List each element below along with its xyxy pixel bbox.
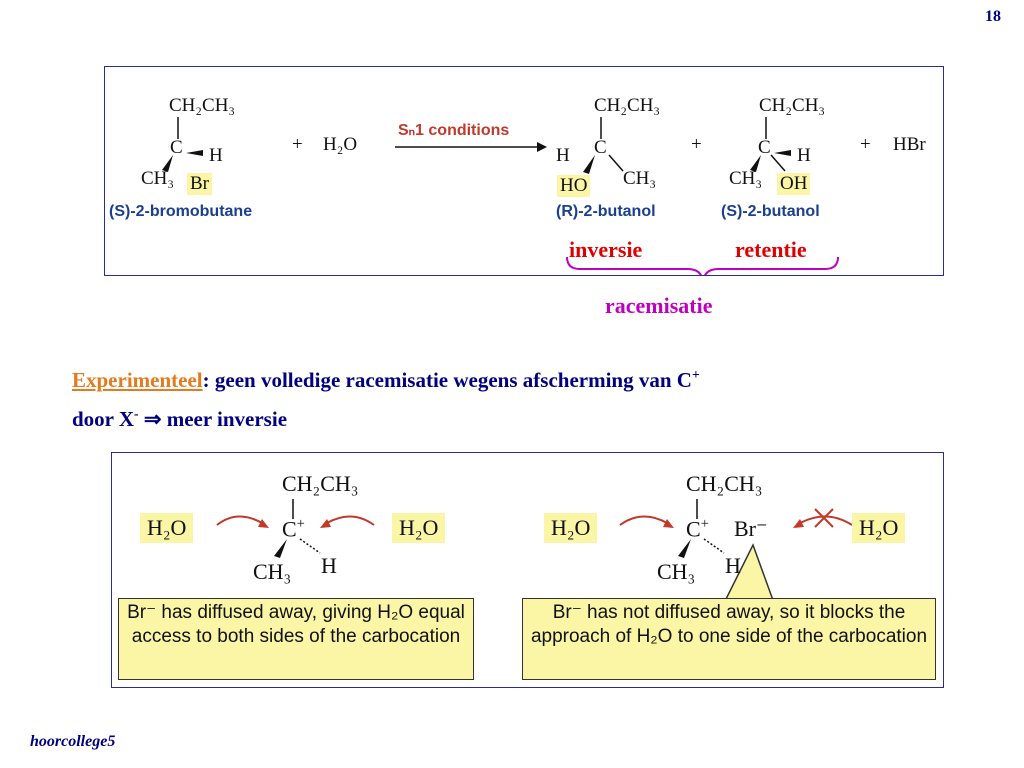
- experiment-statement: Experimenteel: geen volledige racemisati…: [72, 358, 972, 436]
- reaction-bonds: [162, 117, 839, 275]
- anion-charge: -: [134, 406, 139, 421]
- retentie-label: retentie: [735, 237, 807, 262]
- water-left-1: H₂O: [140, 513, 194, 543]
- plus-sign: +: [860, 134, 871, 155]
- reactant-h: H: [209, 145, 223, 166]
- right-bromide: Br⁻: [734, 516, 768, 541]
- right-caption: Br⁻ has not diffused away, so it blocks …: [522, 598, 936, 680]
- mechanism-frame: H₂O CH₂CH₃ C+ CH₃ H H₂O H₂O CH₂CH₃ C+ Br…: [111, 452, 944, 688]
- right-methyl: CH₃: [657, 559, 696, 584]
- reactant-bromine: Br: [187, 173, 212, 195]
- s-product-methyl: CH₃: [729, 168, 763, 189]
- r-product-hydroxyl: HO: [557, 175, 591, 197]
- slide-number: 18: [985, 8, 1001, 25]
- right-charge: +: [700, 516, 709, 532]
- s-product-hydroxyl: OH: [777, 173, 811, 195]
- reaction-frame: CH₂CH₃ C H CH₃ Br (S)-2-bromobutane + H₂…: [104, 66, 944, 276]
- left-hydrogen: H: [321, 553, 337, 578]
- inversie-label: inversie: [569, 237, 643, 262]
- left-charge: +: [296, 516, 305, 532]
- r-product-carbon: C: [594, 137, 607, 158]
- left-ethyl: CH₂CH₃: [282, 471, 359, 496]
- reactant-methyl: CH₃: [141, 168, 175, 189]
- plus-sign: +: [691, 134, 702, 155]
- s-product-h: H: [797, 145, 811, 166]
- cation-charge: +: [691, 367, 700, 382]
- s-product-ethyl: CH₂CH₃: [759, 95, 826, 116]
- right-hydrogen: H: [725, 553, 741, 578]
- water-left-2: H₂O: [392, 513, 446, 543]
- reactant-carbon: C: [170, 137, 183, 158]
- right-ethyl: CH₂CH₃: [686, 471, 763, 496]
- water-right-2: H₂O: [852, 513, 906, 543]
- reactant-ethyl: CH₂CH₃: [169, 95, 236, 116]
- experiment-label: Experimenteel: [72, 368, 203, 392]
- experiment-text-2: door X: [72, 407, 135, 431]
- reactant-name: (S)-2-bromobutane: [109, 203, 253, 220]
- water-right-1: H₂O: [544, 513, 598, 543]
- implies-arrow: ⇒: [143, 407, 162, 431]
- water-reagent: H₂O: [323, 134, 358, 155]
- s-product-carbon: C: [758, 137, 771, 158]
- right-carbocation: C+: [686, 516, 709, 542]
- left-carbon: C: [282, 516, 297, 542]
- left-caption: Br⁻ has diffused away, giving H₂O equal …: [118, 598, 474, 680]
- r-product-methyl: CH₃: [623, 168, 657, 189]
- experiment-text-1: : geen volledige racemisatie wegens afsc…: [202, 368, 692, 392]
- footer-label: hoorcollege5: [30, 733, 116, 750]
- r-product-name: (R)-2-butanol: [556, 203, 656, 220]
- r-product-ethyl: CH₂CH₃: [594, 95, 661, 116]
- reaction-conditions: Sₙ1 conditions: [398, 122, 510, 139]
- s-product-name: (S)-2-butanol: [721, 203, 820, 220]
- experiment-text-3: meer inversie: [166, 407, 288, 431]
- racemisatie-label: racemisatie: [605, 293, 713, 318]
- left-carbocation: C+: [282, 516, 305, 542]
- plus-sign: +: [292, 134, 303, 155]
- r-product-h: H: [556, 145, 570, 166]
- hbr-byproduct: HBr: [893, 134, 926, 155]
- left-methyl: CH₃: [253, 559, 292, 584]
- right-carbon: C: [686, 516, 701, 542]
